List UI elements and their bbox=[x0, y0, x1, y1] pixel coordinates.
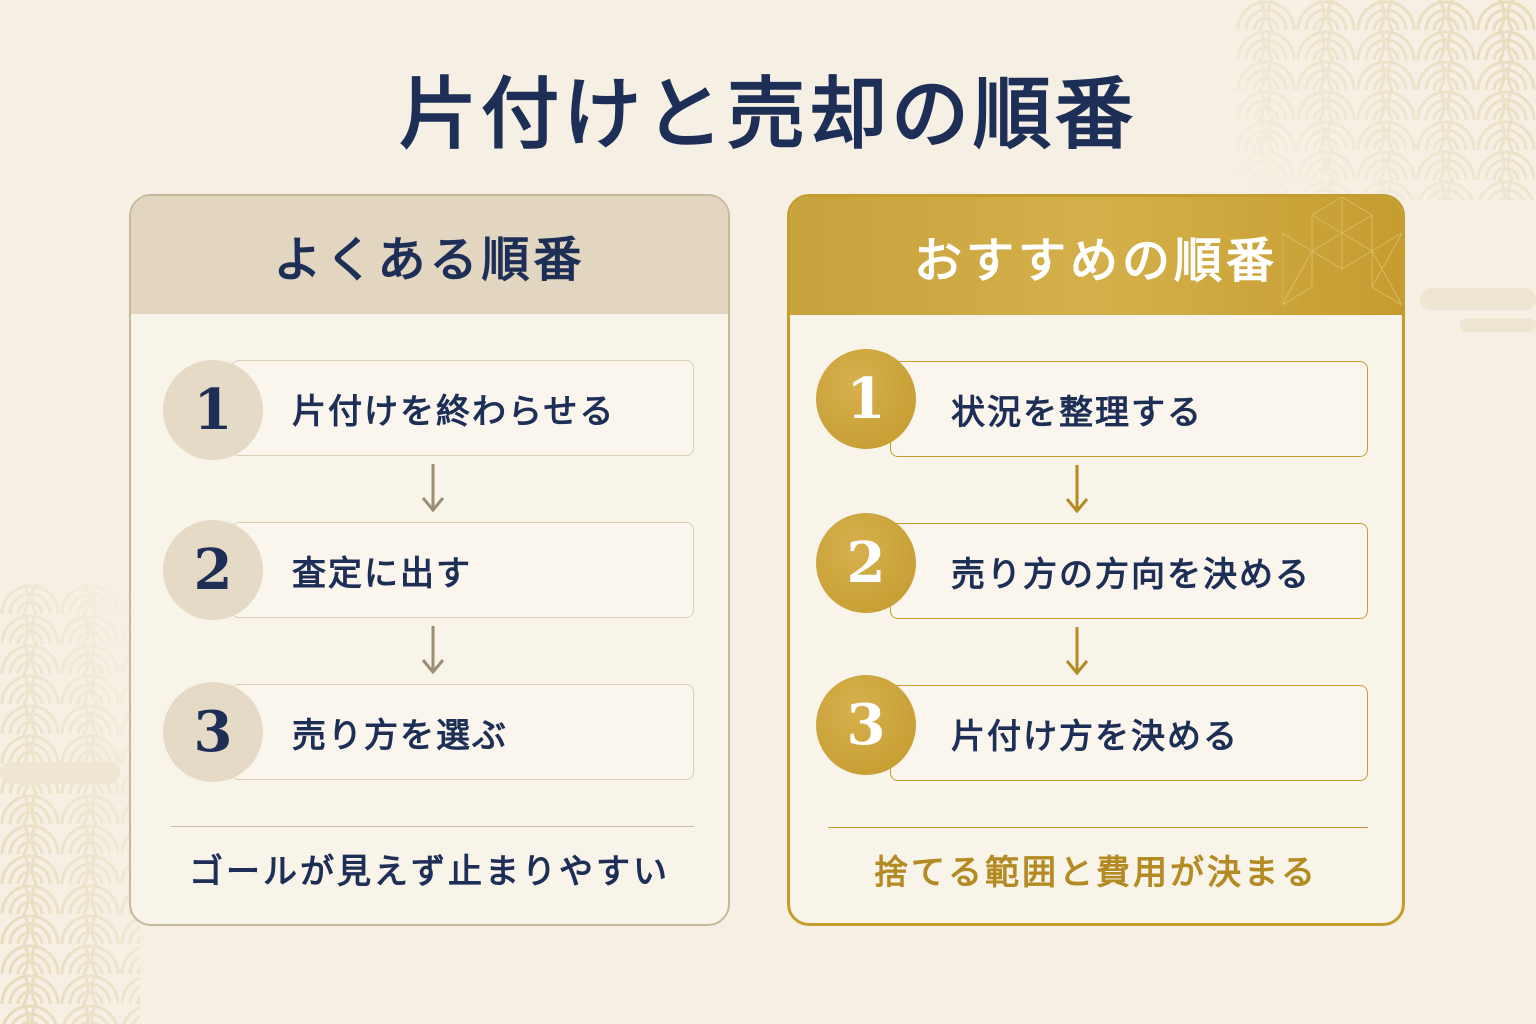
step-box: 片付けを終わらせる bbox=[231, 360, 694, 456]
page-title: 片付けと売却の順番 bbox=[398, 69, 1137, 160]
step-label: 売り方を選ぶ bbox=[292, 715, 508, 756]
step-label: 片付けを終わらせる bbox=[292, 391, 616, 432]
panel-heading: おすすめの順番 bbox=[913, 233, 1278, 289]
arrow-down-icon bbox=[1065, 465, 1089, 514]
step-box: 売り方を選ぶ bbox=[231, 684, 694, 780]
panel-heading-wrapper: おすすめの順番 bbox=[790, 197, 1402, 315]
step-number-badge: 3 bbox=[816, 675, 916, 775]
arrow-down-icon bbox=[421, 464, 445, 513]
step-number-badge: 1 bbox=[163, 360, 263, 460]
step-box: 状況を整理する bbox=[890, 361, 1368, 457]
panel-footer-note: ゴールが見えず止まりやすい bbox=[189, 852, 670, 892]
step-number-badge: 3 bbox=[163, 682, 263, 782]
step-box: 片付け方を決める bbox=[890, 685, 1368, 781]
arrow-down-icon bbox=[421, 626, 445, 675]
recommended-order-panel: おすすめの順番 状況を整理する 1 売り方の方向を決める 2 bbox=[787, 194, 1405, 926]
step-box: 査定に出す bbox=[231, 522, 694, 618]
step-label: 片付け方を決める bbox=[951, 716, 1239, 757]
common-order-panel: よくある順番 片付けを終わらせる 1 査定に出す 2 売り方を選ぶ 3 ゴールが… bbox=[129, 194, 730, 926]
arrow-down-icon bbox=[1065, 627, 1089, 676]
panel-footer-note: 捨てる範囲と費用が決まる bbox=[874, 853, 1318, 893]
asanoha-motif bbox=[1282, 197, 1402, 306]
step-number-badge: 1 bbox=[816, 349, 916, 449]
step-box: 売り方の方向を決める bbox=[890, 523, 1368, 619]
panel-heading: よくある順番 bbox=[131, 196, 728, 314]
background-stripe bbox=[1460, 318, 1536, 332]
step-number-badge: 2 bbox=[816, 513, 916, 613]
divider bbox=[828, 827, 1368, 828]
step-label: 査定に出す bbox=[292, 553, 472, 594]
divider bbox=[171, 826, 694, 827]
background-stripe bbox=[1420, 288, 1536, 310]
step-label: 状況を整理する bbox=[951, 392, 1203, 433]
step-number-badge: 2 bbox=[163, 520, 263, 620]
seigaiha-pattern-bottom-left bbox=[0, 584, 140, 1024]
background-stripe bbox=[0, 762, 120, 784]
step-label: 売り方の方向を決める bbox=[951, 554, 1311, 595]
